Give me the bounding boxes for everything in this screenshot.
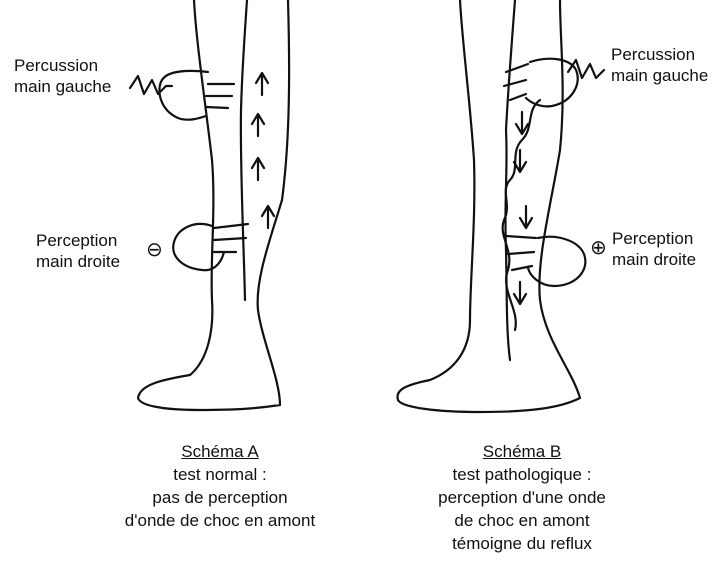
- label-perception-a: Perception main droite: [36, 230, 120, 272]
- caption-a: Schéma A test normal : pas de perception…: [70, 440, 370, 532]
- caption-b: Schéma B test pathologique : perception …: [372, 440, 672, 555]
- hand-a-top: [159, 71, 234, 120]
- hand-a-bottom: [173, 224, 248, 270]
- caption-b-line3: de choc en amont: [372, 509, 672, 532]
- caption-b-line1: test pathologique :: [372, 463, 672, 486]
- leg-b-outline: [397, 0, 580, 412]
- label-percussion-b-line2: main gauche: [611, 65, 708, 86]
- caption-a-title: Schéma A: [70, 440, 370, 463]
- label-perception-b: Perception main droite: [612, 228, 696, 270]
- caption-b-line4: témoigne du reflux: [372, 532, 672, 555]
- caption-a-line1: test normal :: [70, 463, 370, 486]
- caption-a-line2: pas de perception: [70, 486, 370, 509]
- label-perception-b-line2: main droite: [612, 249, 696, 270]
- label-percussion-b-line1: Percussion: [611, 44, 708, 65]
- sign-plus-b: ⊕: [590, 238, 607, 259]
- hand-b-top: [504, 59, 578, 107]
- caption-a-line3: d'onde de choc en amont: [70, 509, 370, 532]
- percussion-zigzag-a: [130, 76, 172, 94]
- arrows-up-a: [252, 73, 274, 228]
- label-percussion-a-line2: main gauche: [14, 76, 111, 97]
- sign-minus-a: ⊖: [146, 240, 163, 261]
- hand-b-bottom: [506, 236, 585, 286]
- arrows-down-b: [514, 112, 532, 304]
- label-percussion-a: Percussion main gauche: [14, 55, 111, 97]
- label-percussion-b: Percussion main gauche: [611, 44, 708, 86]
- label-perception-a-line2: main droite: [36, 251, 120, 272]
- label-percussion-a-line1: Percussion: [14, 55, 111, 76]
- caption-b-title: Schéma B: [372, 440, 672, 463]
- label-perception-b-line1: Perception: [612, 228, 696, 249]
- leg-a-outline: [138, 0, 289, 410]
- caption-b-line2: perception d'une onde: [372, 486, 672, 509]
- label-perception-a-line1: Perception: [36, 230, 120, 251]
- percussion-zigzag-b: [568, 60, 604, 78]
